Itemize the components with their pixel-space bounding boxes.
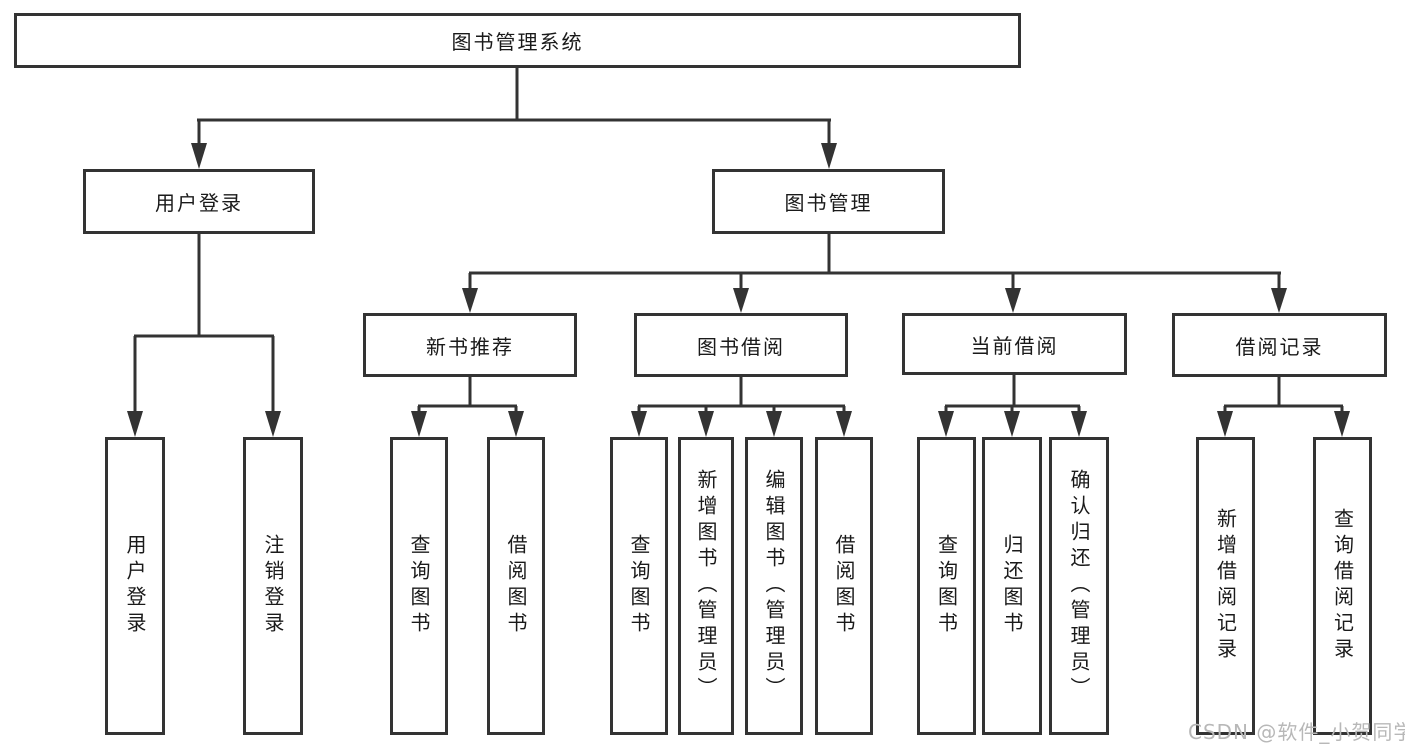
leaf-borrow-books-1: 借阅图书 — [487, 437, 545, 735]
node-label: 借阅记录 — [1235, 334, 1324, 359]
leaf-add-books-admin: 新增图书（管理员） — [678, 437, 734, 735]
leaf-label: 查询借阅记录 — [1330, 508, 1355, 664]
node-user-login: 用户登录 — [83, 169, 315, 234]
node-label: 新书推荐 — [426, 334, 514, 359]
leaf-label: 借阅图书 — [832, 534, 856, 638]
node-new-book-recommend: 新书推荐 — [363, 313, 577, 377]
node-current-borrow: 当前借阅 — [902, 313, 1127, 375]
node-label: 图书借阅 — [697, 334, 785, 359]
leaf-label: 查询图书 — [407, 534, 431, 638]
leaf-confirm-return-admin: 确认归还（管理员） — [1049, 437, 1109, 735]
leaf-query-books-2: 查询图书 — [610, 437, 668, 735]
node-label: 图书管理系统 — [451, 30, 584, 54]
node-label: 当前借阅 — [970, 333, 1059, 358]
node-book-borrow: 图书借阅 — [634, 313, 848, 377]
leaf-label: 查询图书 — [627, 534, 651, 638]
leaf-label: 借阅图书 — [504, 534, 528, 638]
node-label: 用户登录 — [155, 191, 243, 215]
csdn-watermark: CSDN @软件_小贺同学 — [1188, 720, 1405, 744]
leaf-label: 查询图书 — [934, 534, 959, 638]
leaf-borrow-books-2: 借阅图书 — [815, 437, 873, 735]
leaf-query-books-3: 查询图书 — [917, 437, 976, 735]
leaf-label: 归还图书 — [1000, 534, 1024, 638]
leaf-return-books: 归还图书 — [982, 437, 1042, 735]
leaf-label: 新增图书（管理员） — [694, 469, 718, 703]
leaf-label: 编辑图书（管理员） — [762, 469, 786, 703]
leaf-query-borrow-record: 查询借阅记录 — [1313, 437, 1372, 735]
node-label: 图书管理 — [784, 191, 873, 215]
leaf-label: 确认归还（管理员） — [1067, 469, 1091, 703]
leaf-add-borrow-record: 新增借阅记录 — [1196, 437, 1255, 735]
leaf-query-books-1: 查询图书 — [390, 437, 448, 735]
node-root-library-system: 图书管理系统 — [14, 13, 1021, 68]
node-borrow-records: 借阅记录 — [1172, 313, 1387, 377]
leaf-user-login: 用户登录 — [105, 437, 165, 735]
leaf-edit-books-admin: 编辑图书（管理员） — [745, 437, 803, 735]
node-book-management: 图书管理 — [712, 169, 945, 234]
leaf-label: 新增借阅记录 — [1213, 508, 1238, 664]
leaf-label: 注销登录 — [261, 534, 285, 638]
leaf-logout: 注销登录 — [243, 437, 303, 735]
leaf-label: 用户登录 — [123, 534, 147, 638]
